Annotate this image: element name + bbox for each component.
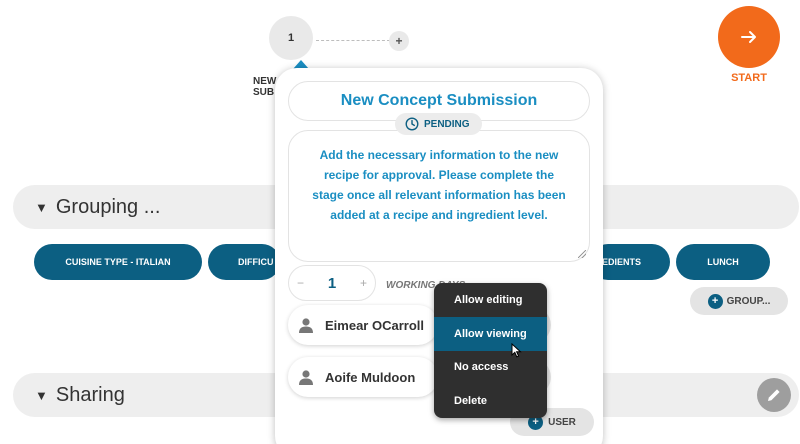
user-icon (296, 367, 316, 387)
assigned-user-row[interactable]: Aoife Muldoon (288, 357, 438, 397)
add-user-label: USER (548, 416, 576, 428)
access-dropdown-menu: Allow editing Allow viewing No access De… (434, 283, 547, 418)
grouping-title: Grouping ... (55, 195, 161, 218)
working-days-label: WORKING DAYS (386, 280, 466, 291)
add-stage-button[interactable]: + (389, 31, 409, 51)
stage-description-field[interactable]: Add the necessary information to the new… (288, 130, 590, 262)
stage-connector (316, 40, 390, 41)
status-text: PENDING (424, 118, 470, 130)
stage-node-1[interactable]: 1 (269, 16, 313, 60)
assigned-user-row[interactable]: Eimear OCarroll (288, 305, 438, 345)
plus-icon: + (395, 34, 403, 48)
stage-label: NEW SUB (253, 76, 277, 98)
edit-button[interactable] (757, 378, 791, 412)
mouse-cursor-icon (511, 343, 522, 358)
group-chip-ingredients[interactable]: EDIENTS (590, 244, 670, 280)
plus-icon: + (528, 414, 544, 430)
add-group-button[interactable]: + GROUP... (690, 287, 788, 315)
group-chip-lunch[interactable]: LUNCH (676, 244, 770, 280)
user-name: Aoife Muldoon (325, 369, 416, 385)
menu-item-no-access[interactable]: No access (454, 361, 509, 374)
user-name: Eimear OCarroll (325, 317, 424, 333)
add-group-label: GROUP... (726, 295, 771, 307)
popover-caret (293, 60, 309, 69)
menu-item-allow-editing[interactable]: Allow editing (454, 293, 523, 306)
sharing-title: Sharing (55, 383, 125, 406)
menu-item-allow-viewing[interactable]: Allow viewing (434, 316, 547, 351)
status-badge: PENDING (395, 113, 482, 135)
plus-icon: + (707, 293, 723, 309)
group-chip-cuisine[interactable]: CUISINE TYPE - ITALIAN (34, 244, 202, 280)
collapse-triangle-icon: ▼ (35, 387, 48, 403)
decrement-button[interactable]: − (297, 276, 305, 290)
stage-description-text: Add the necessary information to the new… (312, 148, 566, 222)
collapse-triangle-icon: ▼ (35, 199, 48, 215)
working-days-value[interactable]: 1 (327, 274, 337, 292)
working-days-stepper[interactable]: − 1 + (288, 265, 376, 301)
start-button[interactable] (718, 6, 780, 68)
menu-item-delete[interactable]: Delete (454, 395, 488, 408)
resize-handle[interactable] (578, 250, 586, 258)
stage-number: 1 (287, 32, 295, 44)
pencil-icon (768, 389, 780, 401)
start-label: START (731, 72, 767, 84)
increment-button[interactable]: + (359, 276, 367, 290)
group-chip-difficulty[interactable]: DIFFICU (208, 244, 280, 280)
clock-icon (405, 117, 419, 131)
user-icon (296, 315, 316, 335)
arrow-right-icon (741, 31, 756, 43)
